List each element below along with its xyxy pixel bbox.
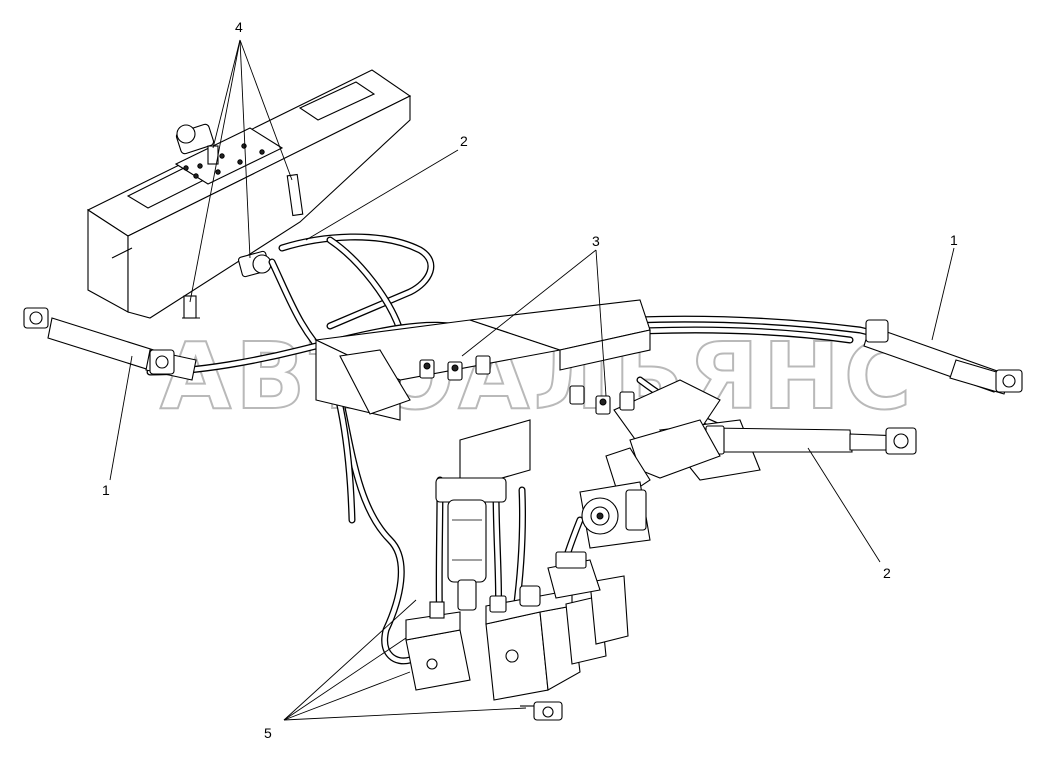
callout-1-right: 1 xyxy=(950,232,958,248)
callout-1-left: 1 xyxy=(102,482,110,498)
callout-3: 3 xyxy=(592,233,600,249)
hydraulic-filter xyxy=(435,477,507,611)
leader-lines xyxy=(109,39,955,721)
hydraulic-tank xyxy=(86,69,412,319)
valve-blocks xyxy=(405,551,629,721)
callout-5: 5 xyxy=(264,725,272,741)
callout-2-right: 2 xyxy=(883,565,891,581)
hydraulic-cylinder-right-upper xyxy=(863,319,1023,395)
callout-4: 4 xyxy=(235,19,243,35)
hydraulic-cylinder-right-lower xyxy=(605,419,917,501)
hose-fittings xyxy=(419,355,635,415)
callout-2-top: 2 xyxy=(460,133,468,149)
hydraulic-pump xyxy=(579,481,651,549)
